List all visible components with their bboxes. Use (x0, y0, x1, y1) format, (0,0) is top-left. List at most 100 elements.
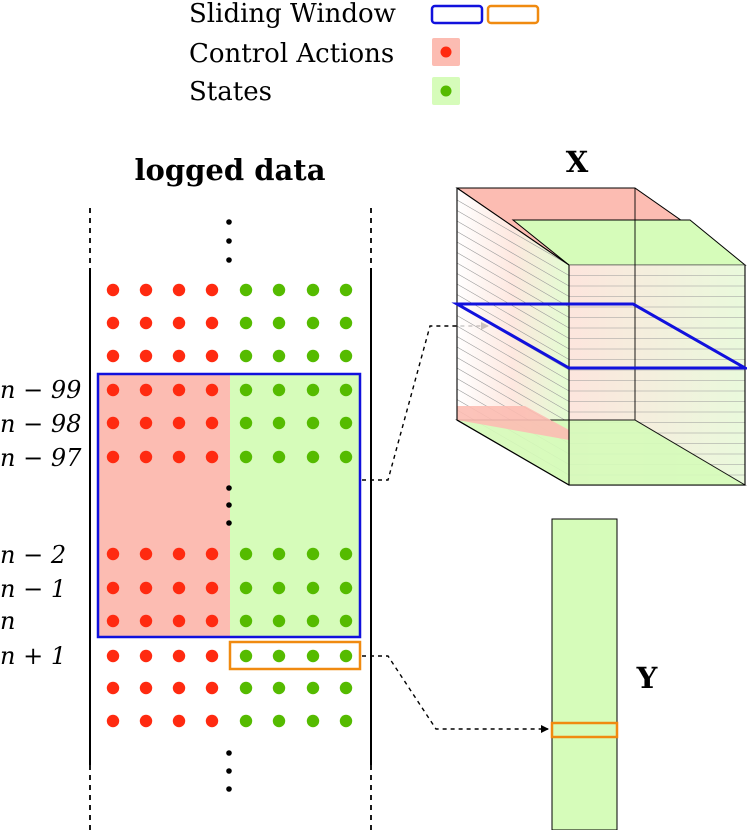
vector-y-label: Y (636, 661, 658, 695)
state-dot (239, 547, 253, 561)
control-action-dot (205, 547, 219, 561)
row-label-n-minus-98: n − 98 (0, 410, 81, 438)
control-action-dot (172, 681, 186, 695)
control-action-dot (106, 581, 120, 595)
state-dot (272, 581, 286, 595)
control-action-dot (205, 316, 219, 330)
dot-grid (106, 283, 353, 728)
control-action-dot (139, 649, 153, 663)
control-action-dot (106, 547, 120, 561)
state-dot (306, 416, 320, 430)
control-action-dot (205, 383, 219, 397)
state-dot (339, 383, 353, 397)
state-dot (306, 681, 320, 695)
control-action-dot (139, 681, 153, 695)
state-dot (272, 383, 286, 397)
control-action-dot (172, 714, 186, 728)
control-action-dot (172, 450, 186, 464)
control-action-dot (205, 416, 219, 430)
state-dot (339, 547, 353, 561)
control-action-dot (106, 383, 120, 397)
state-dot (239, 416, 253, 430)
window-state-fill (230, 374, 360, 637)
state-dot (272, 649, 286, 663)
state-dot (239, 714, 253, 728)
state-dot (239, 649, 253, 663)
state-dot (339, 681, 353, 695)
state-dot (339, 714, 353, 728)
arrow-to-vector-y (362, 655, 549, 733)
state-dot (339, 614, 353, 628)
cube-top-left-edge (456, 187, 570, 266)
control-action-dot (205, 450, 219, 464)
window-control-fill (98, 374, 230, 637)
control-action-dot (139, 283, 153, 297)
orange-sliding-window (228, 640, 362, 671)
control-action-dot (139, 349, 153, 363)
state-dot (239, 283, 253, 297)
state-dot (272, 614, 286, 628)
control-action-dot (106, 450, 120, 464)
state-dot (306, 283, 320, 297)
row-label-n-minus-99: n − 99 (0, 376, 81, 404)
tensor-x: X (451, 145, 747, 486)
legend-control-dot (440, 46, 452, 58)
control-action-dot (172, 349, 186, 363)
control-action-dot (106, 714, 120, 728)
blue-sliding-window (96, 372, 362, 639)
logged-data-title: logged data (135, 153, 326, 187)
row-label-n-minus-2: n − 2 (0, 541, 66, 569)
cube-bottom-control-band (457, 406, 569, 440)
legend-sliding-window-label: Sliding Window (189, 0, 396, 29)
state-dot (306, 349, 320, 363)
legend-blue-window-swatch (430, 4, 484, 25)
control-action-dot (139, 416, 153, 430)
control-action-dot (106, 681, 120, 695)
state-dot (239, 681, 253, 695)
state-dot (306, 581, 320, 595)
state-dot (272, 450, 286, 464)
row-label-n-minus-1: n − 1 (0, 575, 66, 603)
bottom-ellipsis (226, 750, 232, 792)
control-action-dot (106, 614, 120, 628)
row-labels: n − 99 n − 98 n − 97 n − 2 n − 1 n n + 1 (0, 376, 82, 670)
control-action-dot (172, 383, 186, 397)
legend-states-label: States (189, 77, 272, 107)
control-action-dot (172, 547, 186, 561)
cube-highlighted-slice (451, 302, 747, 370)
logged-data-panel: logged data (0, 153, 372, 830)
control-action-dot (106, 649, 120, 663)
state-dot (339, 316, 353, 330)
state-dot (272, 349, 286, 363)
state-dot (272, 714, 286, 728)
control-action-dot (205, 581, 219, 595)
tensor-x-label: X (566, 145, 589, 179)
control-action-dot (106, 283, 120, 297)
state-dot (239, 450, 253, 464)
control-action-dot (139, 383, 153, 397)
state-dot (306, 383, 320, 397)
state-dot (272, 681, 286, 695)
state-dot (339, 349, 353, 363)
middle-ellipsis (226, 485, 232, 526)
state-dot (339, 450, 353, 464)
state-dot (306, 547, 320, 561)
control-action-dot (205, 349, 219, 363)
control-action-dot (139, 581, 153, 595)
legend-state-dot (440, 85, 452, 97)
top-ellipsis (226, 219, 232, 263)
control-action-dot (205, 283, 219, 297)
state-dot (272, 416, 286, 430)
legend: Sliding Window Control Actions States (189, 0, 540, 107)
state-dot (306, 450, 320, 464)
state-dot (239, 383, 253, 397)
control-action-dot (139, 450, 153, 464)
control-action-dot (139, 316, 153, 330)
row-label-n-plus-1: n + 1 (0, 642, 66, 670)
control-action-dot (106, 416, 120, 430)
state-dot (272, 283, 286, 297)
state-dot (339, 581, 353, 595)
control-action-dot (139, 714, 153, 728)
control-action-dot (205, 649, 219, 663)
